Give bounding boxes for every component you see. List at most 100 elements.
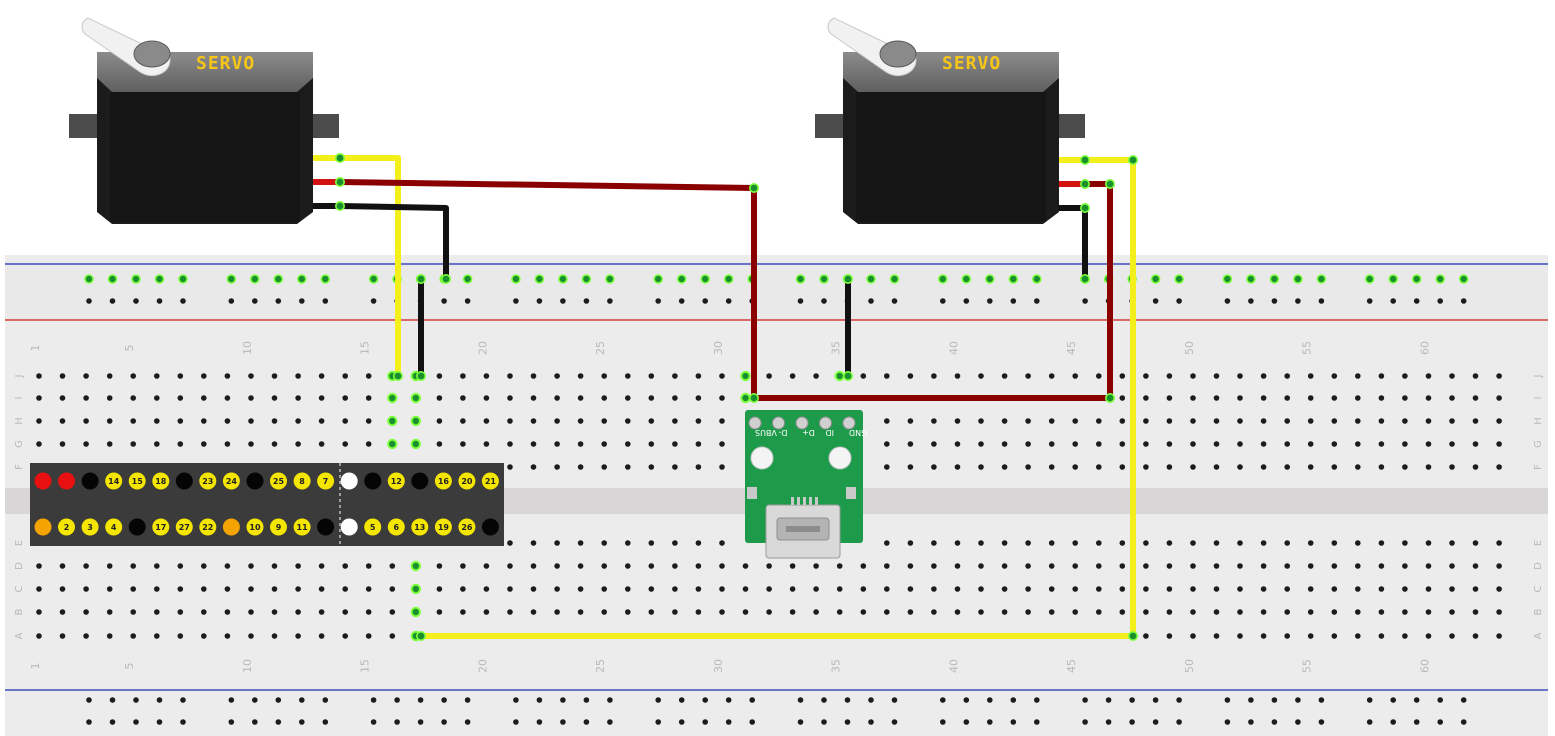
rail-hole: [394, 719, 400, 725]
breadboard-hole: [1425, 633, 1432, 639]
gpio-pin-number: 6: [394, 523, 400, 532]
breadboard-hole: [59, 633, 66, 639]
breadboard-hole: [295, 563, 301, 569]
breadboard-hole: [554, 563, 560, 569]
gpio-pin: [222, 518, 240, 536]
breadboard-hole: [1025, 609, 1031, 615]
breadboard-hole: [860, 373, 867, 379]
rail-hole: [1034, 298, 1040, 304]
rail-hole: [228, 298, 235, 304]
breadboard-hole: [1143, 373, 1149, 379]
breadboard-hole: [1425, 540, 1432, 546]
gpio-pin-number: 5: [370, 523, 376, 532]
rail-hole: [1390, 298, 1396, 304]
breadboard-hole: [1096, 586, 1102, 592]
rail-hole: [1082, 697, 1088, 703]
breadboard-hole: [1001, 563, 1008, 569]
breadboard-hole: [1166, 464, 1173, 470]
gpio-pin-number: 4: [111, 523, 117, 532]
rail-hole: [583, 697, 590, 703]
breadboard-hole: [672, 464, 678, 470]
breadboard-hole: [954, 563, 961, 569]
breadboard-hole: [1496, 441, 1502, 447]
breadboard-hole: [1166, 540, 1173, 546]
usb-smd-pads: [791, 497, 818, 505]
rail-hole: [154, 274, 165, 284]
breadboard-hole: [295, 418, 301, 424]
breadboard-hole: [1072, 609, 1078, 615]
rail-hole: [655, 697, 661, 703]
rail-hole: [1413, 697, 1420, 703]
breadboard-hole: [813, 586, 819, 592]
rail-hole: [1295, 719, 1301, 725]
rail-hole: [889, 274, 900, 284]
breadboard-hole: [1331, 563, 1338, 569]
rail-hole: [1152, 719, 1159, 725]
breadboard-hole: [1143, 395, 1149, 401]
rail-hole: [560, 719, 566, 725]
breadboard-hole: [1496, 464, 1502, 470]
breadboard-hole: [577, 563, 584, 569]
breadboard-hole: [436, 418, 443, 424]
rail-hole: [441, 298, 447, 304]
gpio-pin: [270, 472, 287, 490]
breadboard-hole: [672, 609, 678, 615]
breadboard-hole: [106, 633, 113, 639]
gpio-pin-number: 18: [155, 477, 167, 486]
breadboard-hole: [106, 373, 113, 379]
gpio-pin-number: 16: [438, 477, 450, 486]
rail-hole: [678, 298, 685, 304]
breadboard-hole: [954, 609, 961, 615]
breadboard-hole: [1025, 563, 1031, 569]
breadboard-hole: [625, 609, 631, 615]
wire-endpoint: [1080, 273, 1091, 284]
breadboard-hole: [719, 373, 725, 379]
breadboard-hole: [1449, 373, 1455, 379]
breadboard-hole: [1425, 563, 1432, 569]
rail-hole: [320, 274, 331, 284]
breadboard-hole: [740, 392, 751, 404]
breadboard-hole: [1072, 373, 1078, 379]
breadboard-hole: [884, 586, 890, 592]
rail-hole: [250, 274, 260, 284]
breadboard-hole: [884, 464, 890, 470]
breadboard-hole: [318, 586, 325, 592]
rail-hole: [607, 697, 613, 703]
breadboard-hole: [106, 418, 113, 424]
breadboard-hole: [1213, 373, 1220, 379]
breadboard-hole: [648, 586, 655, 592]
breadboard-hole: [648, 373, 655, 379]
breadboard-hole: [1355, 418, 1361, 424]
usb-connector-tongue: [786, 526, 820, 532]
wire-endpoint: [415, 273, 426, 284]
breadboard-hole: [954, 586, 961, 592]
breadboard-hole: [36, 441, 42, 447]
breadboard-hole: [318, 563, 325, 569]
power-rail-top: [5, 262, 1548, 320]
wire-servo-1-ground: [339, 203, 449, 280]
breadboard-hole: [1331, 373, 1338, 379]
breadboard-hole: [648, 395, 655, 401]
breadboard-hole: [1001, 540, 1008, 546]
breadboard-hole: [1237, 441, 1243, 447]
breadboard-hole: [1307, 609, 1314, 615]
breadboard-hole: [1496, 633, 1502, 639]
breadboard-hole: [224, 586, 231, 592]
breadboard-hole: [83, 418, 89, 424]
row-label: H: [1533, 417, 1544, 425]
breadboard-hole: [719, 441, 725, 447]
rail-hole: [963, 697, 970, 703]
breadboard-hole: [1001, 418, 1008, 424]
breadboard-hole: [1190, 373, 1196, 379]
breadboard-hole: [1402, 395, 1408, 401]
breadboard-hole: [1096, 563, 1102, 569]
breadboard-hole: [83, 633, 89, 639]
rail-hole: [464, 298, 471, 304]
breadboard-hole: [1260, 464, 1267, 470]
column-number: 25: [594, 659, 607, 673]
breadboard-hole: [719, 586, 725, 592]
rail-hole: [299, 298, 305, 304]
breadboard-hole: [1213, 395, 1220, 401]
wire-servo-2-signal: [421, 157, 1136, 639]
